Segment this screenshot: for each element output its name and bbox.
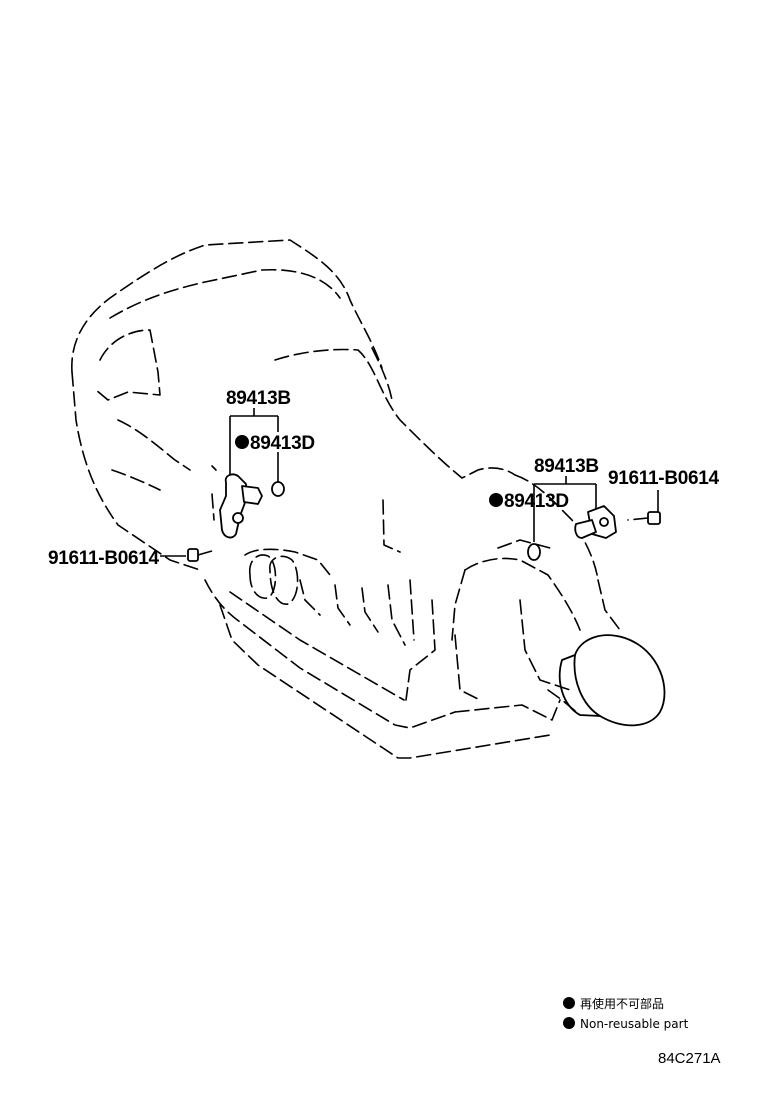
legend-japanese: 再使用不可部品 [580, 996, 664, 1011]
left-sensor-leader [229, 408, 279, 478]
right-bolt [627, 511, 661, 525]
filled-circle-icon [489, 493, 503, 507]
transmission-housing-outline [71, 239, 621, 759]
filled-circle-icon [563, 1017, 575, 1029]
left-sensor-group [160, 408, 285, 562]
illustration-code: 84C271A [658, 1050, 721, 1067]
left-bolt-label: 91611-B0614 [48, 548, 160, 569]
right-sensor-group [527, 476, 661, 561]
output-flange [547, 634, 666, 727]
right-sensor-leader [533, 476, 597, 542]
legend: 再使用不可部品 Non-reusable part [563, 996, 689, 1031]
filled-circle-icon [235, 435, 249, 449]
right-bolt-label: 91611-B0614 [608, 468, 720, 489]
left-speed-sensor [211, 465, 263, 539]
right-o-ring [527, 543, 541, 561]
legend-english: Non-reusable part [580, 1017, 689, 1031]
left-oring-label: 89413D [250, 433, 315, 454]
right-speed-sensor [574, 505, 617, 539]
left-o-ring [271, 481, 285, 497]
filled-circle-icon [563, 997, 575, 1009]
left-sensor-label: 89413B [226, 388, 291, 409]
right-oring-label: 89413D [504, 491, 569, 512]
left-bolt [187, 548, 213, 562]
right-sensor-label: 89413B [534, 456, 599, 477]
